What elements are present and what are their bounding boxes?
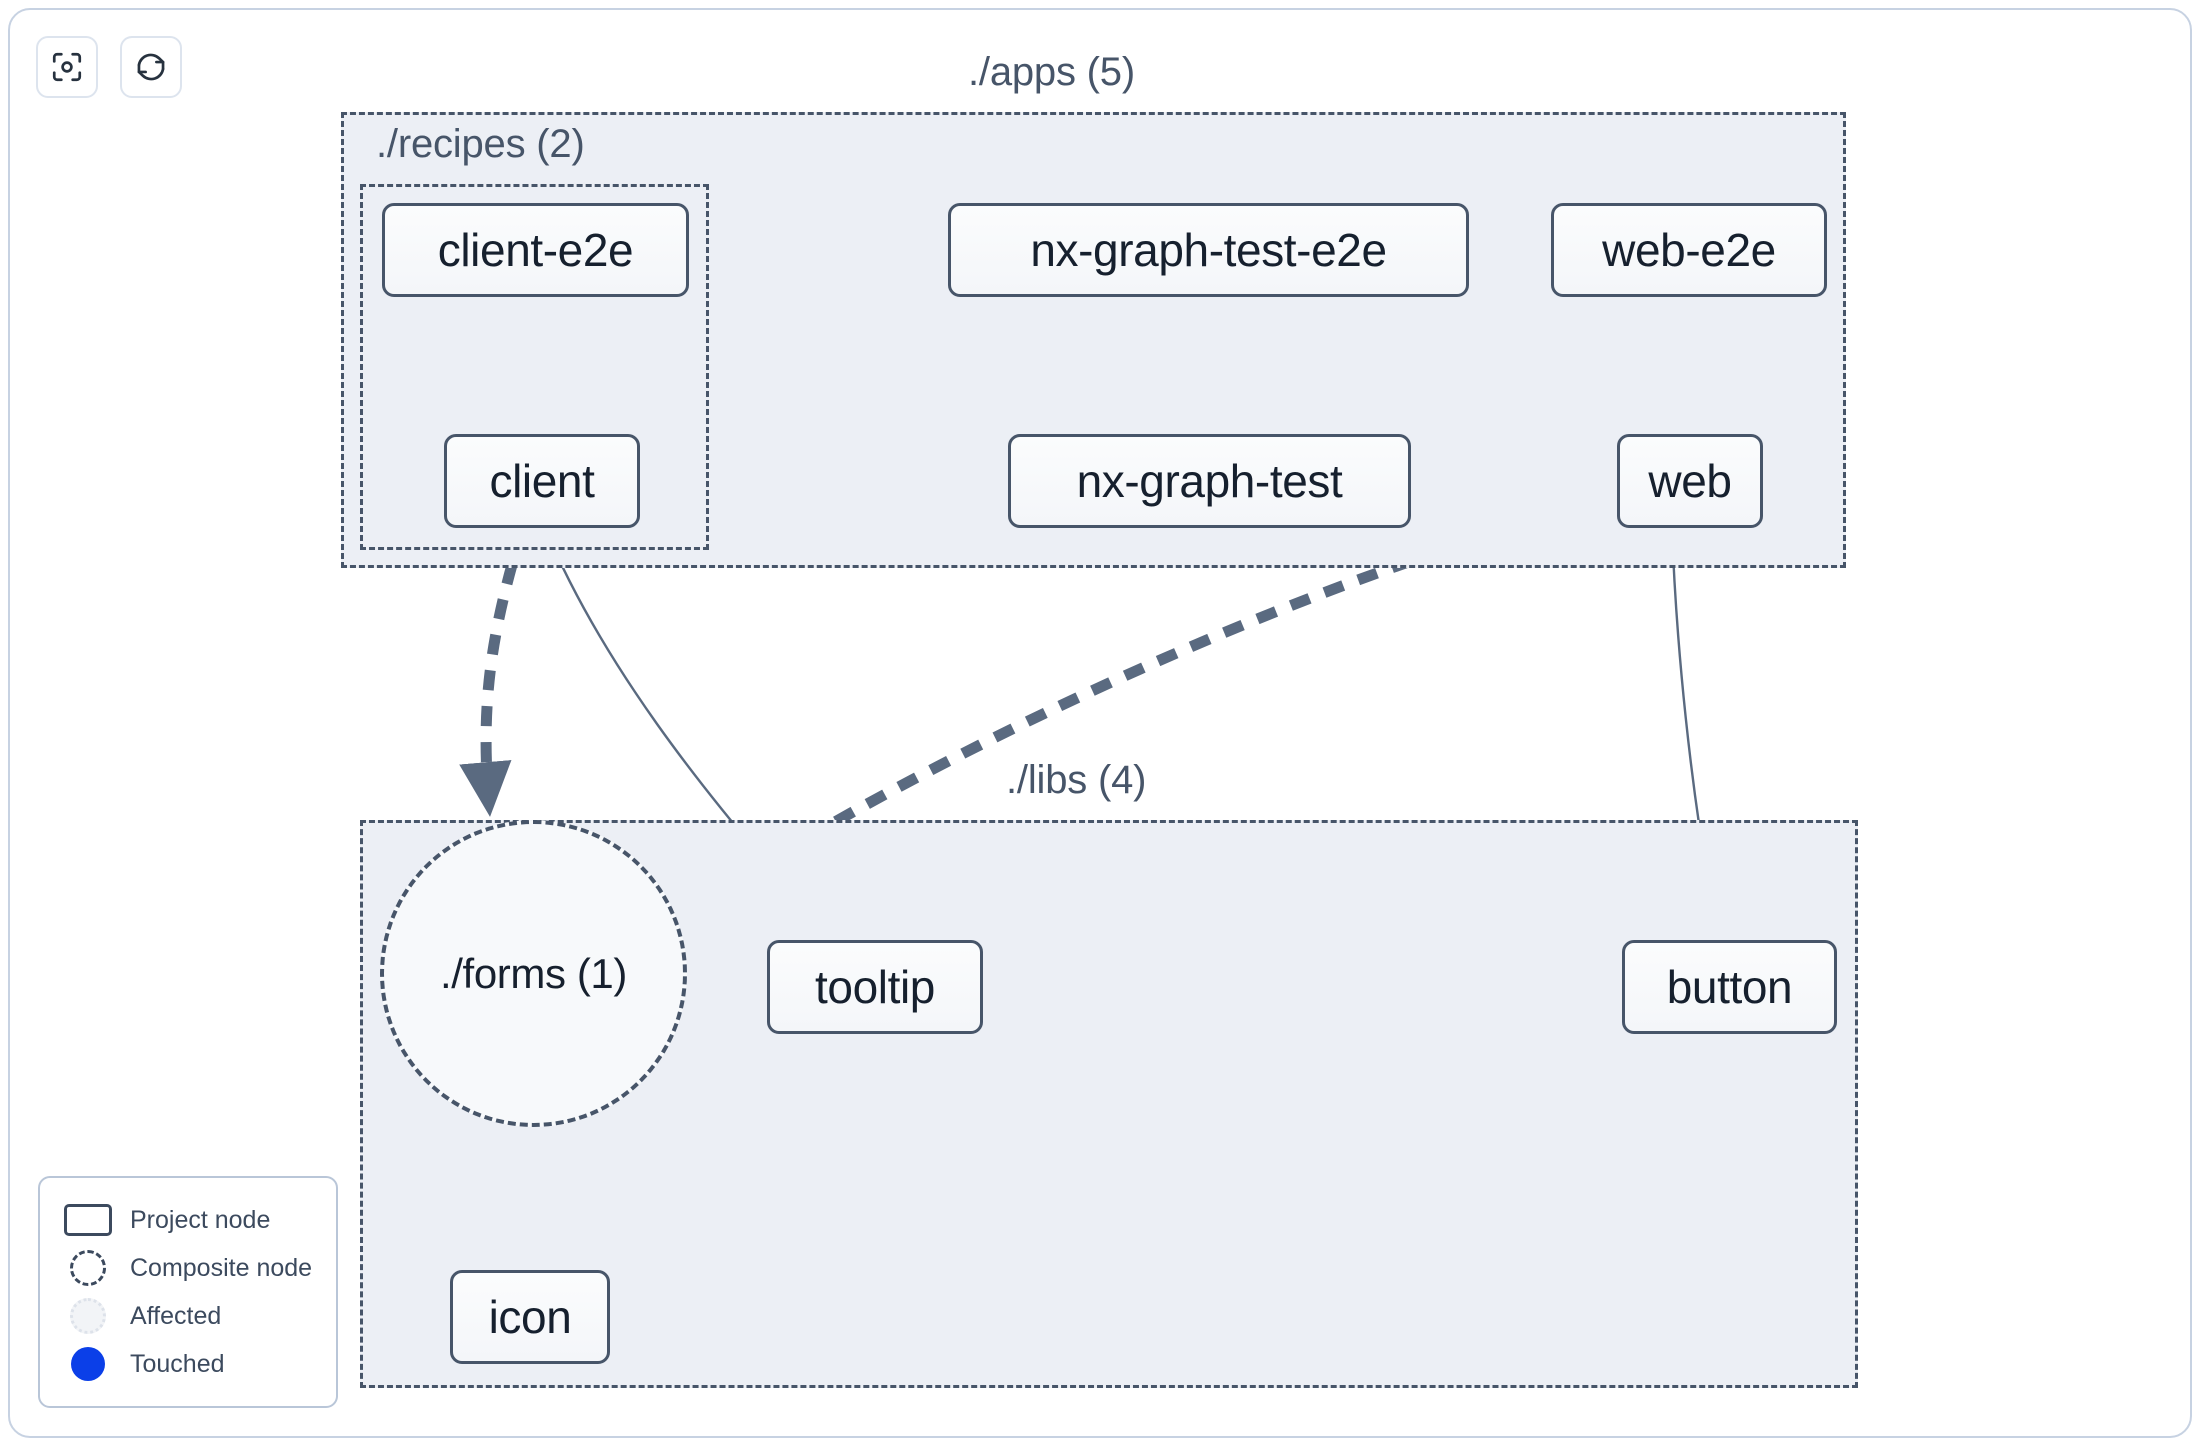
- node-label: web-e2e: [1602, 224, 1776, 276]
- composite-node-forms[interactable]: ./forms (1): [380, 820, 687, 1127]
- legend-item-project-node: Project node: [60, 1196, 316, 1244]
- legend-item-composite-node: Composite node: [60, 1244, 316, 1292]
- project-node-nx-graph-test[interactable]: nx-graph-test: [1008, 434, 1411, 528]
- node-label: ./forms (1): [440, 949, 627, 997]
- node-label: client: [489, 455, 595, 507]
- project-node-icon[interactable]: icon: [450, 1270, 610, 1364]
- affected-swatch: [60, 1298, 116, 1334]
- node-label: button: [1666, 961, 1793, 1013]
- node-label: nx-graph-test-e2e: [1030, 224, 1387, 276]
- project-node-web[interactable]: web: [1617, 434, 1763, 528]
- project-node-tooltip[interactable]: tooltip: [767, 940, 983, 1034]
- graph-legend: Project node Composite node Affected Tou…: [38, 1176, 338, 1408]
- project-node-web-e2e[interactable]: web-e2e: [1551, 203, 1827, 297]
- legend-item-touched: Touched: [60, 1340, 316, 1388]
- project-node-swatch: [60, 1204, 116, 1236]
- legend-item-affected: Affected: [60, 1292, 316, 1340]
- project-node-button[interactable]: button: [1622, 940, 1837, 1034]
- group-label-recipes: ./recipes (2): [376, 122, 585, 166]
- project-node-nx-graph-test-e2e[interactable]: nx-graph-test-e2e: [948, 203, 1469, 297]
- refresh-graph-button[interactable]: [120, 36, 182, 98]
- legend-label: Affected: [130, 1301, 222, 1330]
- refresh-icon: [134, 50, 168, 84]
- legend-label: Composite node: [130, 1253, 313, 1282]
- node-label: client-e2e: [437, 224, 634, 276]
- touched-swatch: [60, 1347, 116, 1381]
- group-label-apps: ./apps (5): [968, 50, 1135, 94]
- group-label-libs: ./libs (4): [1006, 758, 1147, 802]
- node-label: nx-graph-test: [1076, 455, 1343, 507]
- graph-toolbar: [36, 36, 182, 98]
- project-node-client[interactable]: client: [444, 434, 640, 528]
- composite-node-swatch: [60, 1250, 116, 1286]
- node-label: icon: [488, 1291, 572, 1343]
- focus-target-icon: [50, 50, 84, 84]
- node-label: web: [1648, 455, 1732, 507]
- focus-graph-button[interactable]: [36, 36, 98, 98]
- legend-label: Project node: [130, 1205, 271, 1234]
- legend-label: Touched: [130, 1349, 225, 1378]
- node-label: tooltip: [815, 961, 935, 1013]
- project-node-client-e2e[interactable]: client-e2e: [382, 203, 689, 297]
